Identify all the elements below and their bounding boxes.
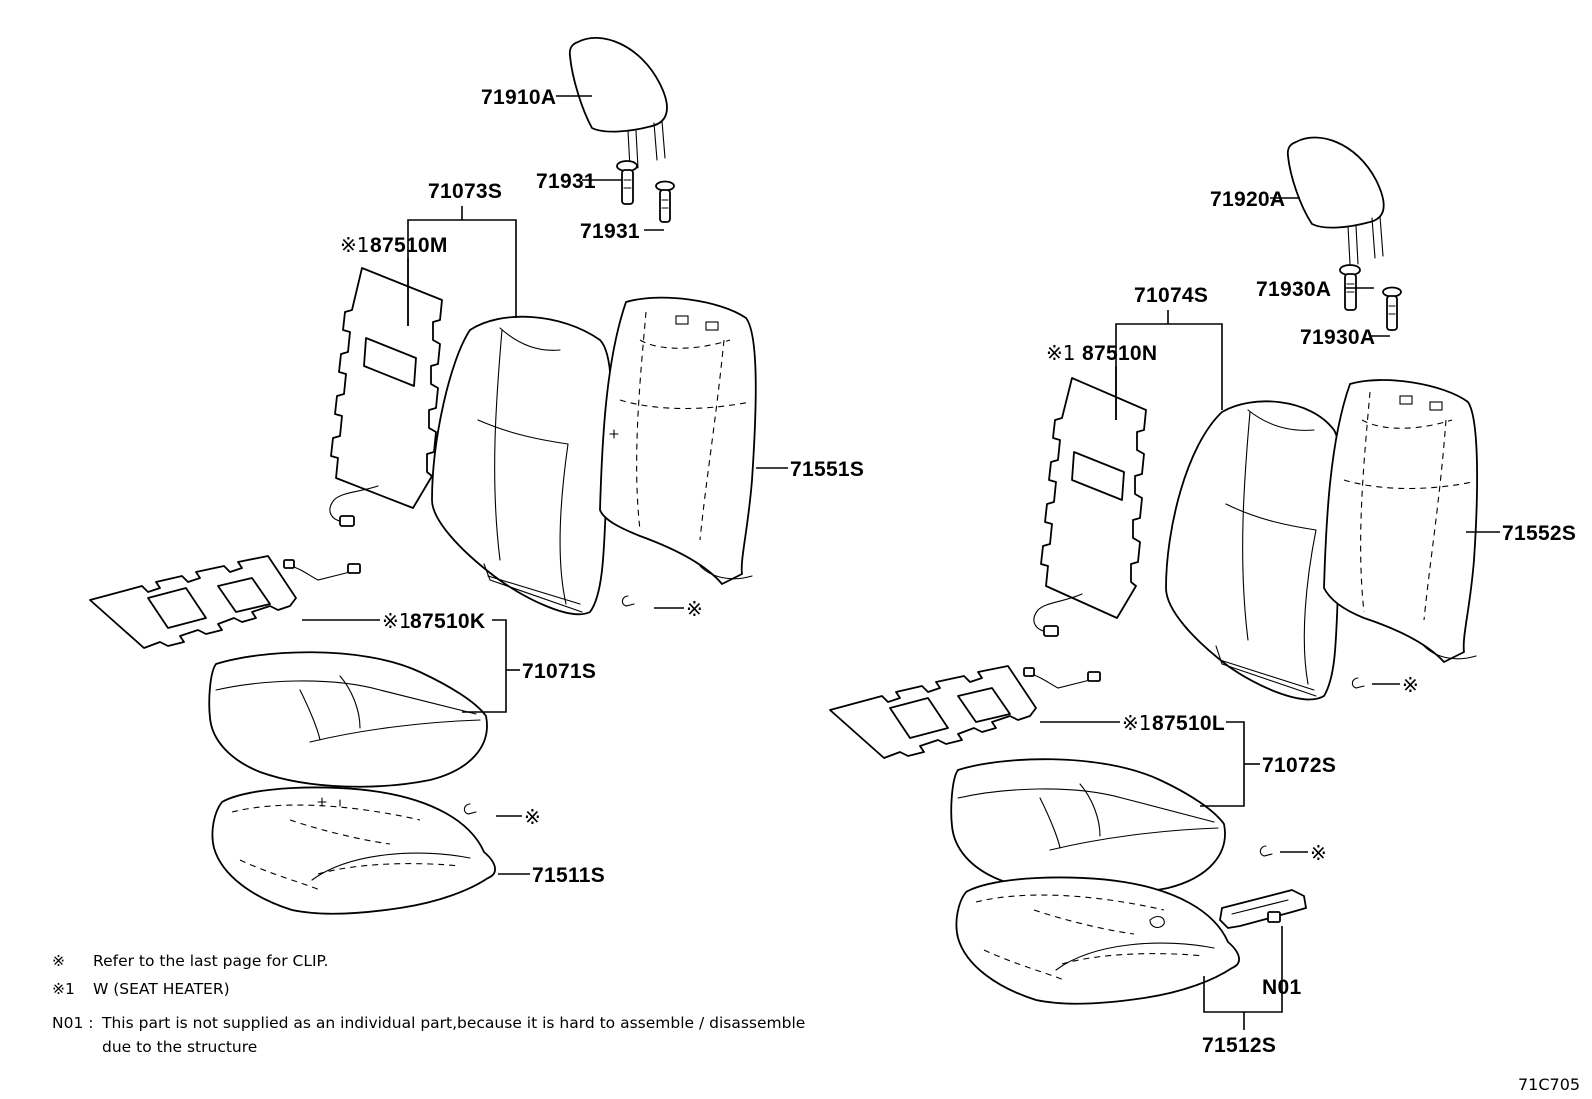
label-87510K-mark: ※1 [382,609,411,633]
label-71920A: 71920A [1210,188,1285,211]
left-cushion-cover-part [208,651,488,788]
label-right-cushion-clip: ※ [1310,841,1327,865]
label-87510M-mark: ※1 [340,233,369,257]
left-cushion-heater-part [89,555,361,649]
left-cushion-clip-part [463,803,477,815]
label-87510N-mark: ※1 [1046,341,1075,365]
right-cushion-pad-part [955,876,1240,1005]
right-back-pad-part [1323,379,1478,663]
left-back-heater-part [329,267,443,527]
note-n01-line2: due to the structure [102,1038,257,1056]
label-71073S: 71073S [428,180,502,203]
right-cushion-clip-part [1259,845,1273,857]
right-back-clip-part [1351,677,1365,689]
notes-legend: ※ Refer to the last page for CLIP. ※1 W … [52,952,805,1056]
label-left-cushion-clip: ※ [524,805,541,829]
note-heater-mark: ※1 [52,980,75,998]
label-87510L-mark: ※1 [1122,711,1151,735]
label-87510L: 87510L [1152,712,1225,735]
note-clip-mark: ※ [52,952,65,970]
left-back-cover-part [431,315,613,616]
left-headrest-part [568,37,668,169]
left-back-pad-part [599,296,757,585]
left-back-clip-part [621,595,635,607]
label-left-back-clip: ※ [686,597,703,621]
right-bracket-n01-part [1219,889,1307,929]
label-71930A-lower: 71930A [1300,326,1375,349]
label-71074S: 71074S [1134,284,1208,307]
right-headrest-support-upper-part [1339,264,1361,311]
leader-lines [302,95,1500,1030]
label-71930A-upper: 71930A [1256,278,1331,301]
right-cushion-heater-part [829,665,1101,759]
right-cushion-cover-part [950,758,1226,896]
label-87510M: 87510M [370,234,448,257]
right-headrest-support-lower-part [1382,286,1402,331]
part-labels: 71910A 71931 71931 71073S ※1 87510M 7155… [340,86,1576,1057]
label-right-back-clip: ※ [1402,673,1419,697]
label-71552S: 71552S [1502,522,1576,545]
label-71551S: 71551S [790,458,864,481]
label-87510N: 87510N [1082,342,1157,365]
label-71931-lower: 71931 [580,220,640,243]
figure-code: 71C705 [1518,1075,1580,1094]
label-71511S: 71511S [532,864,605,887]
right-headrest-part [1286,136,1385,265]
label-N01: N01 [1262,976,1301,999]
left-seat-assembly [89,37,757,915]
note-clip-text: Refer to the last page for CLIP. [93,952,328,970]
right-back-cover-part [1165,400,1343,701]
label-71931-upper: 71931 [536,170,596,193]
label-71512S: 71512S [1202,1034,1276,1057]
label-71072S: 71072S [1262,754,1336,777]
label-71910A: 71910A [481,86,556,109]
right-back-heater-part [1033,377,1147,637]
left-headrest-support-upper-part [616,160,638,205]
note-n01-mark: N01 : [52,1014,93,1032]
label-87510K: 87510K [410,610,485,633]
right-seat-assembly [829,136,1478,1005]
left-headrest-support-lower-part [655,180,675,223]
left-cushion-pad-part [211,786,496,915]
note-heater-text: W (SEAT HEATER) [93,980,230,998]
label-71071S: 71071S [522,660,596,683]
note-n01-line1: This part is not supplied as an individu… [101,1014,805,1032]
